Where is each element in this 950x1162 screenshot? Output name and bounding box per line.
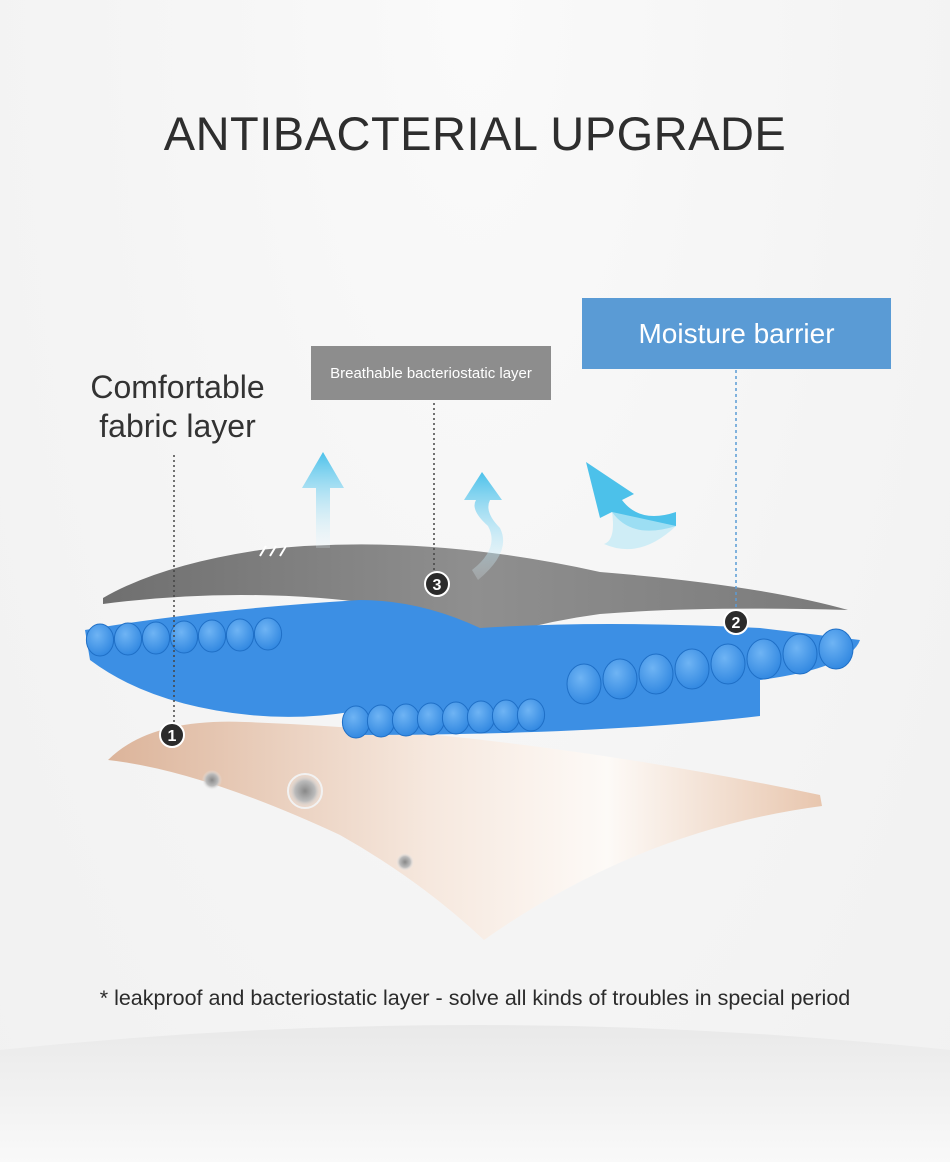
marker-2-label: 2 [732,615,741,632]
fiber-tube [466,700,496,734]
up-arrow-icon [302,452,344,548]
marker-1-label: 1 [168,728,177,745]
germ-icon [396,853,414,871]
fiber-tube [602,658,638,700]
fiber-tube [441,701,471,735]
fiber-tube [169,620,199,654]
breathable-layer [103,544,848,640]
fiber-tube [253,617,283,651]
fiber-tube [491,699,521,733]
fiber-tube [782,633,818,675]
base-curve [0,1025,950,1162]
skin-layer [108,721,822,940]
page-title: ANTIBACTERIAL UPGRADE [163,107,787,160]
fiber-tube [391,703,421,737]
fiber-tube [366,704,396,738]
moisture-barrier-label: Moisture barrier [582,298,891,369]
marker-1: 1 [159,722,185,748]
fiber-tube [85,623,115,657]
breathable-layer-label: Breathable bacteriostatic layer [311,346,551,400]
moisture-layer [85,600,860,739]
fiber-tube [225,618,255,652]
fiber-tube [113,622,143,656]
wavy-arrow-icon [464,472,504,580]
germ-particles [202,770,414,871]
fiber-tube [566,663,602,705]
fabric-layer-label: Comfortable fabric layer [90,369,265,444]
footnote: * leakproof and bacteriostatic layer - s… [99,986,851,1010]
curved-arrow-icon [586,462,676,550]
germ-icon [202,770,222,790]
fiber-tube [710,643,746,685]
fiber-tube [141,621,171,655]
fiber-tube [197,619,227,653]
marker-2: 2 [723,609,749,635]
fiber-tube [416,702,446,736]
fiber-tube [746,638,782,680]
marker-3: 3 [424,571,450,597]
fiber-tube [516,698,546,732]
marker-3-label: 3 [433,577,442,594]
fiber-tube [674,648,710,690]
fiber-tube [818,628,854,670]
fiber-tube [341,705,371,739]
fiber-tube [638,653,674,695]
germ-icon [288,774,322,808]
